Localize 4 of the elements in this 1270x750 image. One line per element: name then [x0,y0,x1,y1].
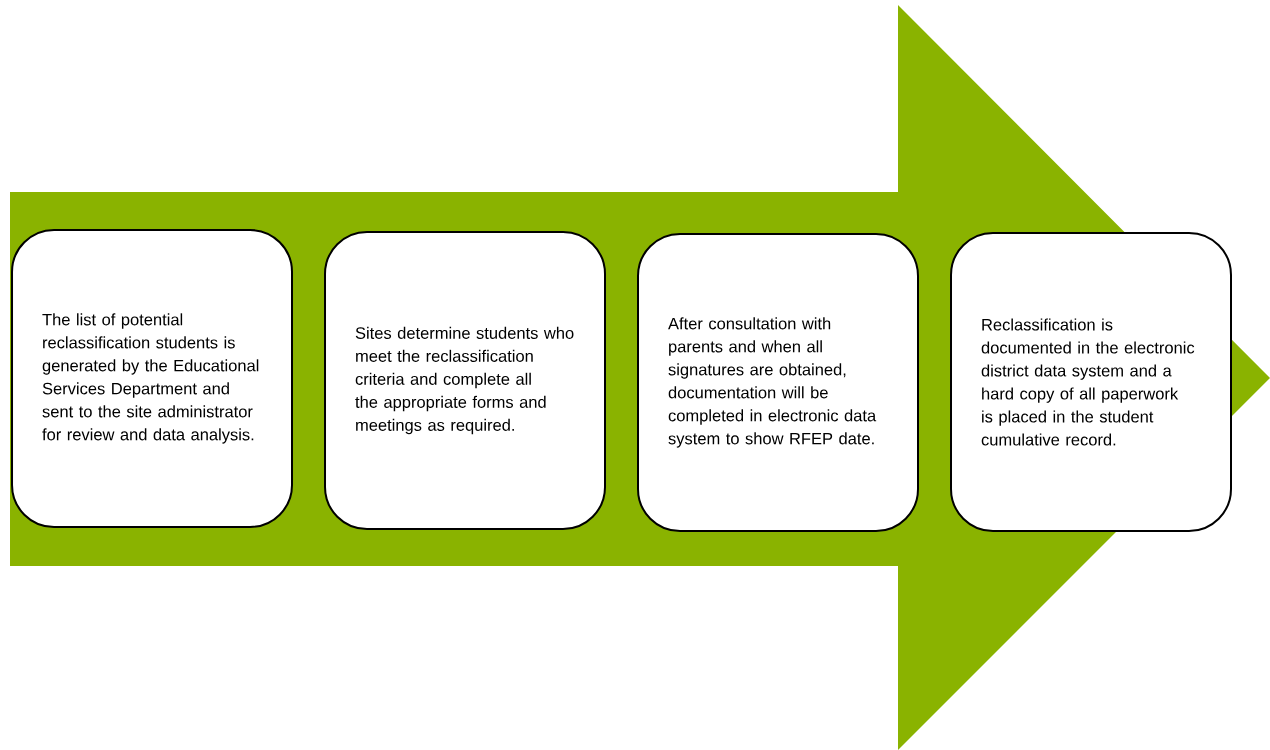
step-box: Reclassification is documented in the electronic district data system and a hard copy of all paperwork is placed in the student cumulative record. [950,232,1232,532]
step-box: After consultation with parents and when all signatures are obtained, documentation will be completed in electronic data system to show RFEP date. [637,233,919,532]
step-box: Sites determine students who meet the reclassification criteria and complete all the appropriate forms and meetings as required. [324,231,606,530]
step-box: The list of potential reclassification students is generated by the Educational Services Department and sent to the site administrator for review and data analysis. [11,229,293,528]
